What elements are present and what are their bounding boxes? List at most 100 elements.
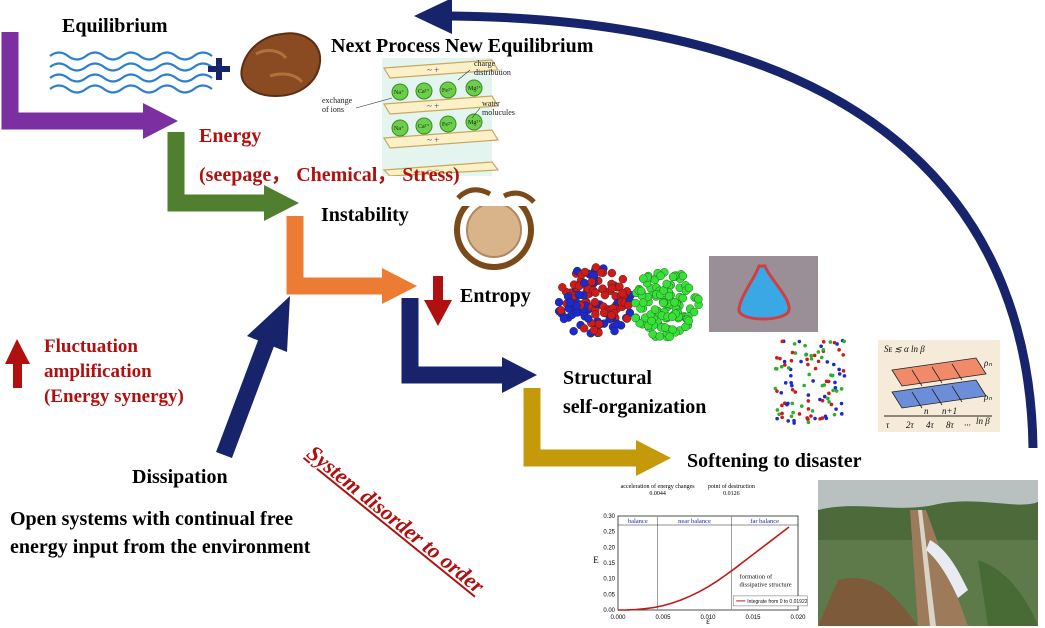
scatter-dot (810, 409, 815, 413)
annotation-text: dissipative structure (740, 582, 792, 589)
ion-label: Fe²⁺ (442, 87, 453, 94)
scatter-dot (789, 373, 793, 378)
scatter-dot (792, 342, 797, 346)
lattice-formula-inset: Sᴇ ≲ α ln β ρₙ ρₙ n n+1 ln β τ 2τ 4τ 8τ … (878, 340, 1000, 432)
plate-symbol: ~ + (427, 135, 439, 145)
x-tick-label: 0.010 (700, 615, 716, 621)
rho-bottom-label: ρₙ (983, 392, 992, 402)
scatter-dot (799, 404, 804, 408)
scatter-dot (792, 421, 796, 425)
scatter-dot (837, 367, 841, 372)
particle-dot (631, 313, 640, 323)
scatter-dot (826, 396, 830, 401)
particle-dot (638, 274, 648, 283)
scatter-dot (816, 350, 821, 354)
particle-dot (656, 271, 665, 281)
particle-dot (591, 263, 601, 272)
scatter-dot (824, 379, 829, 384)
scatter-dot (805, 416, 809, 420)
particle-dot (565, 298, 575, 307)
scatter-dot (806, 420, 811, 425)
scatter-dot (823, 414, 828, 419)
scatter-dot (790, 383, 794, 388)
particle-dot (661, 323, 670, 332)
water-wave-icon (49, 51, 213, 94)
scatter-dot (821, 339, 826, 344)
ion-label: Na⁺ (394, 89, 404, 96)
tick-label: τ (886, 420, 890, 430)
particle-dot (636, 286, 646, 296)
region-label: far balance (750, 518, 779, 525)
ion-label: Mg²⁺ (468, 85, 481, 92)
energy-sources-label: (seepage， Chemical， Stress) (199, 164, 460, 186)
particle-dot (622, 314, 632, 323)
step-navy (401, 298, 508, 384)
scatter-dot (791, 410, 795, 415)
legend-box (732, 595, 808, 607)
ion-label: Ca²⁺ (418, 123, 430, 130)
scatter-dot (820, 398, 825, 403)
scatter-dot (833, 386, 838, 390)
scatter-dot (803, 343, 807, 348)
instability-ring-icon (450, 186, 538, 270)
particle-dot (610, 326, 619, 336)
particle-dot (665, 332, 674, 341)
particle-dot (655, 332, 665, 341)
n-label: n+1 (942, 406, 957, 416)
scatter-dot (831, 362, 836, 367)
particle-dot (607, 311, 616, 320)
scatter-dot (793, 351, 798, 355)
threshold-label: 0.0126 (723, 491, 740, 497)
scatter-dot (782, 359, 787, 364)
scatter-dot (790, 350, 795, 355)
y-tick-label: 0.30 (603, 514, 615, 520)
scatter-dot (804, 353, 808, 357)
scatter-dot (790, 387, 795, 392)
x-tick-label: 0.015 (745, 615, 761, 621)
scatter-dot (833, 380, 837, 385)
instability-label: Instability (321, 204, 409, 226)
scatter-dot (790, 401, 795, 406)
particle-dot (584, 314, 593, 323)
plate-symbol: − − (427, 165, 439, 175)
particle-dot (638, 298, 648, 307)
tick-label: 4τ (926, 420, 935, 430)
scatter-dot (819, 355, 824, 360)
y-tick-label: 0.15 (603, 561, 615, 567)
ion-label: Mg²⁺ (468, 119, 481, 126)
x-tick-label: 0.000 (610, 615, 626, 621)
scatter-dot (837, 348, 841, 352)
open-systems-label: Open systems with continual free (10, 508, 293, 530)
acceleration-annotation: acceleration of energy changes (621, 483, 696, 490)
scatter-dot (806, 399, 811, 403)
scatter-dot (806, 393, 811, 397)
structural-label: Structural (563, 367, 652, 389)
y-tick-label: 0.25 (603, 530, 615, 536)
particle-dot (607, 284, 617, 293)
scatter-dot (813, 416, 817, 421)
particle-dot (591, 288, 600, 297)
particle-dot (613, 319, 622, 329)
x-axis-label: ε (706, 616, 710, 626)
scatter-dot (830, 373, 835, 378)
particle-dot (559, 314, 569, 324)
y-axis-label: E (593, 555, 599, 565)
scatter-dot (789, 414, 794, 419)
entropy-down-arrow (424, 300, 452, 326)
energy-title-label: Energy (199, 125, 262, 147)
scatter-dot (832, 340, 837, 345)
scatter-dot (820, 383, 825, 388)
water-label: molucules (482, 108, 515, 117)
scatter-dot (831, 388, 835, 393)
scatter-dot (834, 407, 838, 411)
water-label: water (482, 99, 500, 108)
particle-dot (600, 290, 610, 300)
particle-dot (589, 326, 599, 335)
particle-dot (607, 268, 617, 278)
scatter-dot (809, 356, 814, 361)
particle-dot (668, 312, 677, 322)
next-process-label: Next Process New Equilibrium (331, 35, 594, 57)
scatter-dot (839, 401, 844, 406)
